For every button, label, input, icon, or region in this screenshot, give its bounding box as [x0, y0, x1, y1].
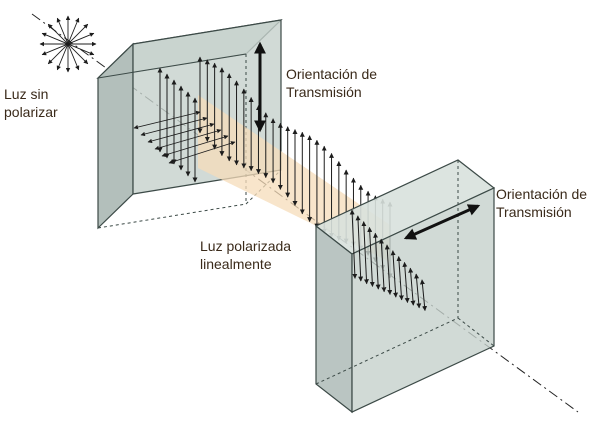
mixed-vector-diagonal: [168, 141, 236, 164]
transmitted-vector: [361, 221, 369, 285]
transmitted-vector: [408, 267, 416, 306]
transmitted-vector: [396, 256, 404, 301]
label-polarized-line2: linealmente: [200, 256, 272, 272]
label-transmission-2-line1: Orientación de: [496, 186, 588, 202]
transmitted-vector: [367, 226, 375, 287]
label-transmission-1-line1: Orientación de: [286, 66, 378, 82]
mixed-vectors: [133, 67, 236, 183]
filter-2-side: [315, 224, 353, 414]
transmitted-vector: [414, 273, 422, 309]
label-unpolarized-line2: polarizar: [4, 104, 58, 120]
starburst-ray: [41, 32, 95, 56]
transmitted-vector: [373, 232, 381, 290]
transmitted-vector: [349, 209, 358, 279]
transmitted-vector: [390, 250, 399, 298]
transmitted-vector: [419, 279, 428, 312]
label-unpolarized-line1: Luz sin: [4, 86, 49, 102]
transmitted-vector: [355, 215, 364, 282]
transmitted-vector: [402, 261, 410, 304]
label-transmission-2-line2: Transmisión: [496, 204, 572, 220]
label-polarized-line1: Luz polarizada: [200, 238, 292, 254]
transmitted-vector: [378, 238, 387, 293]
polarizer-filter-1: [96, 19, 283, 230]
transmission-axis-arrow-2: [403, 204, 481, 240]
filter-1-side: [97, 42, 134, 230]
transmitted-vector: [384, 244, 393, 295]
label-transmission-1-line2: Transmisión: [286, 84, 362, 100]
transmitted-vectors: [349, 209, 428, 312]
starburst-icon: [39, 15, 97, 73]
